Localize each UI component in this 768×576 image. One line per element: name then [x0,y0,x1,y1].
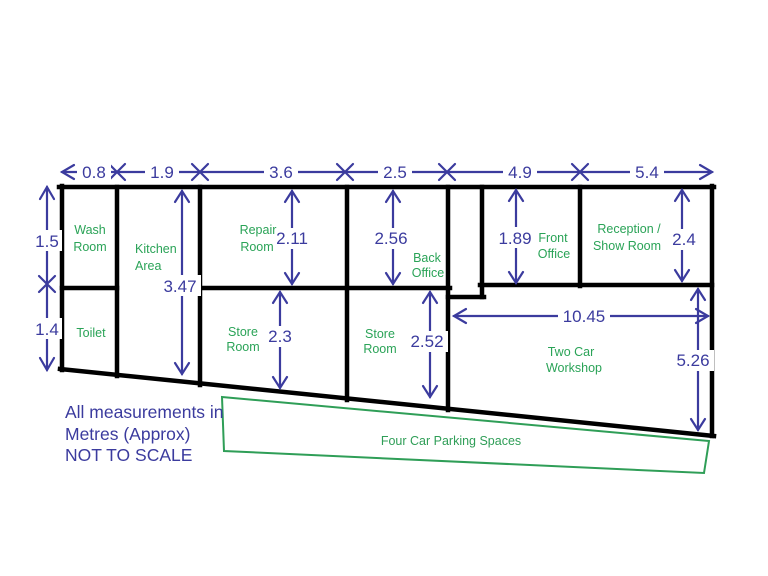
x-mark-icon [190,162,210,182]
dimension-left-column: 1.5 1.4 [32,184,62,373]
arrow-down-icon [384,271,402,287]
arrow-left-icon [59,163,76,181]
dimension-value: 2.4 [672,230,696,249]
arrow-down-icon [38,356,56,373]
arrow-right-icon [694,307,711,325]
dimension-x-marks [107,162,590,182]
dimension-value: 2.11 [276,229,308,248]
dimension-value: 2.52 [410,332,443,351]
arrow-up-icon [673,187,691,203]
arrow-down-icon [421,384,439,400]
arrow-down-icon [673,268,691,284]
room-label-store-room-1: Room [226,340,259,354]
room-label-store-room-1: Store [228,325,258,339]
room-label-back-office: Back [413,251,442,265]
arrow-down-icon [271,375,289,391]
room-label-kitchen: Kitchen [135,242,177,256]
dimension-value: 1.4 [35,320,59,339]
parking-area: Four Car Parking Spaces [220,395,711,475]
dimension-value: 0.8 [82,163,106,182]
dimension-value: 5.26 [676,351,709,370]
dimension-repair-room-height: 2.11 [271,188,313,287]
dimension-value: 5.4 [635,163,659,182]
room-label-wash-room: Wash [74,223,106,237]
x-mark-icon [107,162,127,182]
dimension-value: 4.9 [508,163,532,182]
dimension-value: 2.5 [383,163,407,182]
x-mark-icon [335,162,355,182]
room-label-wash-room: Room [73,240,106,254]
room-label-front-office: Office [538,247,570,261]
notes: All measurements in Metres (Approx) NOT … [65,402,224,465]
dimension-workshop-width: 10.45 [451,305,711,326]
room-label-workshop: Workshop [546,361,602,375]
room-label-reception: Reception / [597,222,661,236]
arrow-down-icon [689,417,707,433]
dimension-top-row: 0.8 1.9 3.6 2.5 4.9 5.4 [59,161,715,182]
parking-area-outline [220,395,711,475]
room-label-repair-room: Room [240,240,273,254]
dimension-store-room-1-height: 2.3 [265,289,295,391]
wall-bottom-slanted [57,366,717,439]
x-mark-icon [437,162,457,182]
note-line-2: Metres (Approx) [65,424,190,444]
arrow-up-icon [173,188,191,204]
dimension-value: 1.89 [498,229,531,248]
arrow-up-icon [689,286,707,302]
arrow-up-icon [421,289,439,305]
arrow-up-icon [38,184,56,201]
room-label-store-room-2: Store [365,327,395,341]
note-line-1: All measurements in [65,402,224,422]
room-label-front-office: Front [538,231,568,245]
x-mark-icon [570,162,590,182]
dimension-value: 1.5 [35,232,59,251]
note-line-3: NOT TO SCALE [65,445,192,465]
dimension-value: 10.45 [563,307,606,326]
room-label-repair-room: Repair [240,223,277,237]
dimension-front-office-height: 1.89 [494,187,536,286]
room-label-toilet: Toilet [76,326,106,340]
dimension-value: 2.56 [374,229,407,248]
dimension-kitchen-height: 3.47 [159,188,201,377]
arrow-down-icon [507,270,525,286]
arrow-up-icon [384,188,402,204]
arrow-down-icon [283,271,301,287]
dimension-workshop-height: 5.26 [672,286,714,433]
room-labels: Wash Room Kitchen Area Repair Room Back … [73,222,661,375]
arrow-down-icon [173,361,191,377]
dimension-value: 3.47 [163,277,196,296]
arrow-up-icon [271,289,289,305]
room-label-back-office: Office [412,266,444,280]
parking-area-label: Four Car Parking Spaces [381,434,521,448]
dimension-value: 2.3 [268,327,292,346]
arrow-left-icon [451,307,468,325]
x-mark-icon [37,274,57,294]
room-label-store-room-2: Room [363,342,396,356]
arrow-up-icon [283,188,301,204]
arrow-up-icon [507,187,525,203]
dimension-value: 1.9 [150,163,174,182]
room-label-reception: Show Room [593,239,661,253]
arrow-right-icon [698,163,715,181]
dimension-store-room-2-height: 2.52 [406,289,448,400]
dimension-back-office-height: 2.56 [370,188,412,287]
room-label-kitchen: Area [135,259,161,273]
dimension-reception-height: 2.4 [669,187,699,284]
room-label-workshop: Two Car [548,345,595,359]
dimension-value: 3.6 [269,163,293,182]
